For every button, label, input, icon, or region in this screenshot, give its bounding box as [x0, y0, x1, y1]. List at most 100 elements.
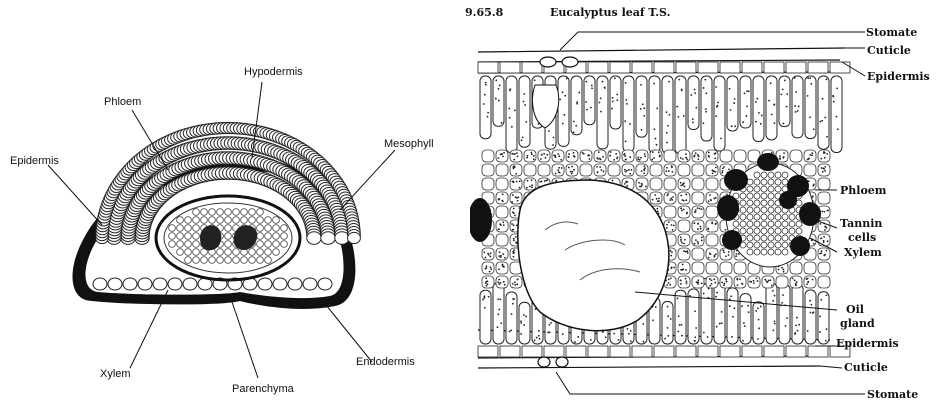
epidermal-cell	[522, 62, 542, 73]
chloroplast	[822, 98, 824, 100]
chloroplast	[612, 100, 614, 102]
chloroplast	[703, 293, 705, 295]
chloroplast	[487, 283, 489, 285]
xylem-cell	[740, 221, 746, 227]
xylem-cell	[740, 200, 746, 206]
chloroplast	[807, 281, 809, 283]
chloroplast	[744, 325, 746, 327]
chloroplast	[714, 254, 716, 256]
chloroplast	[512, 252, 514, 254]
chloroplast	[498, 88, 500, 90]
chloroplast	[628, 169, 630, 171]
chloroplast	[546, 179, 548, 181]
chloroplast	[685, 193, 687, 195]
chloroplast	[697, 207, 699, 209]
xylem-cell	[768, 179, 774, 185]
chloroplast	[490, 267, 492, 269]
chloroplast	[682, 268, 684, 270]
chloroplast	[497, 313, 499, 315]
chloroplast	[746, 105, 748, 107]
chloroplast	[734, 125, 736, 127]
chloroplast	[735, 255, 737, 257]
chloroplast	[824, 170, 826, 172]
xylem-cell	[740, 228, 746, 234]
chloroplast	[716, 292, 718, 294]
chloroplast	[550, 322, 552, 324]
chloroplast	[640, 186, 642, 188]
chloroplast	[733, 307, 735, 309]
spongy-cell	[804, 276, 816, 288]
chloroplast	[748, 90, 750, 92]
xylem-cell	[775, 186, 781, 192]
spongy-cell	[496, 248, 508, 260]
spongy-cell	[594, 150, 606, 162]
chloroplast	[792, 277, 794, 279]
mesophyll-cell	[93, 278, 107, 290]
chloroplast	[557, 153, 559, 155]
chloroplast	[697, 228, 699, 230]
chloroplast	[813, 243, 815, 245]
palisade-cell	[558, 76, 569, 146]
chloroplast	[485, 281, 487, 283]
chloroplast	[629, 173, 631, 175]
epidermal-cell	[786, 346, 806, 357]
chloroplast	[686, 283, 688, 285]
chloroplast	[757, 338, 759, 340]
chloroplast	[807, 330, 809, 332]
chloroplast	[670, 255, 672, 257]
xylem-cell	[768, 200, 774, 206]
chloroplast	[534, 79, 536, 81]
chloroplast	[697, 241, 699, 243]
parenchyma-cell	[257, 209, 264, 216]
chloroplast	[708, 156, 710, 158]
chloroplast	[760, 306, 762, 308]
chloroplast	[694, 211, 696, 213]
xylem-cell	[761, 228, 767, 234]
chloroplast	[668, 279, 670, 281]
parenchyma-cell	[225, 257, 232, 264]
chloroplast	[774, 320, 776, 322]
chloroplast	[694, 310, 696, 312]
chloroplast	[583, 153, 585, 155]
chloroplast	[503, 152, 505, 154]
chloroplast	[485, 268, 487, 270]
chloroplast	[514, 284, 516, 286]
spongy-cell	[818, 192, 830, 204]
chloroplast	[624, 120, 626, 122]
chloroplast	[837, 128, 839, 130]
chloroplast	[703, 332, 705, 334]
chloroplast	[774, 295, 776, 297]
parenchyma-cell	[281, 233, 288, 240]
parenchyma-cell	[273, 225, 280, 232]
chloroplast	[823, 211, 825, 213]
label-cuticle-top: Cuticle	[867, 44, 911, 57]
parenchyma-cell	[193, 225, 200, 232]
chloroplast	[821, 167, 823, 169]
chloroplast	[509, 117, 511, 119]
epidermal-cell	[720, 62, 740, 73]
chloroplast	[794, 77, 796, 79]
chloroplast	[602, 81, 604, 83]
chloroplast	[504, 257, 506, 259]
spongy-cell	[804, 150, 816, 162]
spongy-cell	[538, 164, 550, 176]
parenchyma-cell	[233, 217, 240, 224]
chloroplast	[502, 193, 504, 195]
chloroplast	[672, 229, 674, 231]
chloroplast	[625, 99, 627, 101]
chloroplast	[497, 326, 499, 328]
palisade-cell	[714, 283, 725, 344]
chloroplast	[514, 281, 516, 283]
chloroplast	[673, 225, 675, 227]
chloroplast	[820, 121, 822, 123]
epidermal-cell	[654, 346, 674, 357]
chloroplast	[729, 88, 731, 90]
chloroplast	[604, 87, 606, 89]
parenchyma-cell	[241, 217, 248, 224]
xylem-cell	[796, 228, 802, 234]
chloroplast	[781, 302, 783, 304]
chloroplast	[823, 240, 825, 242]
chloroplast	[612, 97, 614, 99]
chloroplast	[659, 156, 661, 158]
chloroplast	[750, 281, 752, 283]
